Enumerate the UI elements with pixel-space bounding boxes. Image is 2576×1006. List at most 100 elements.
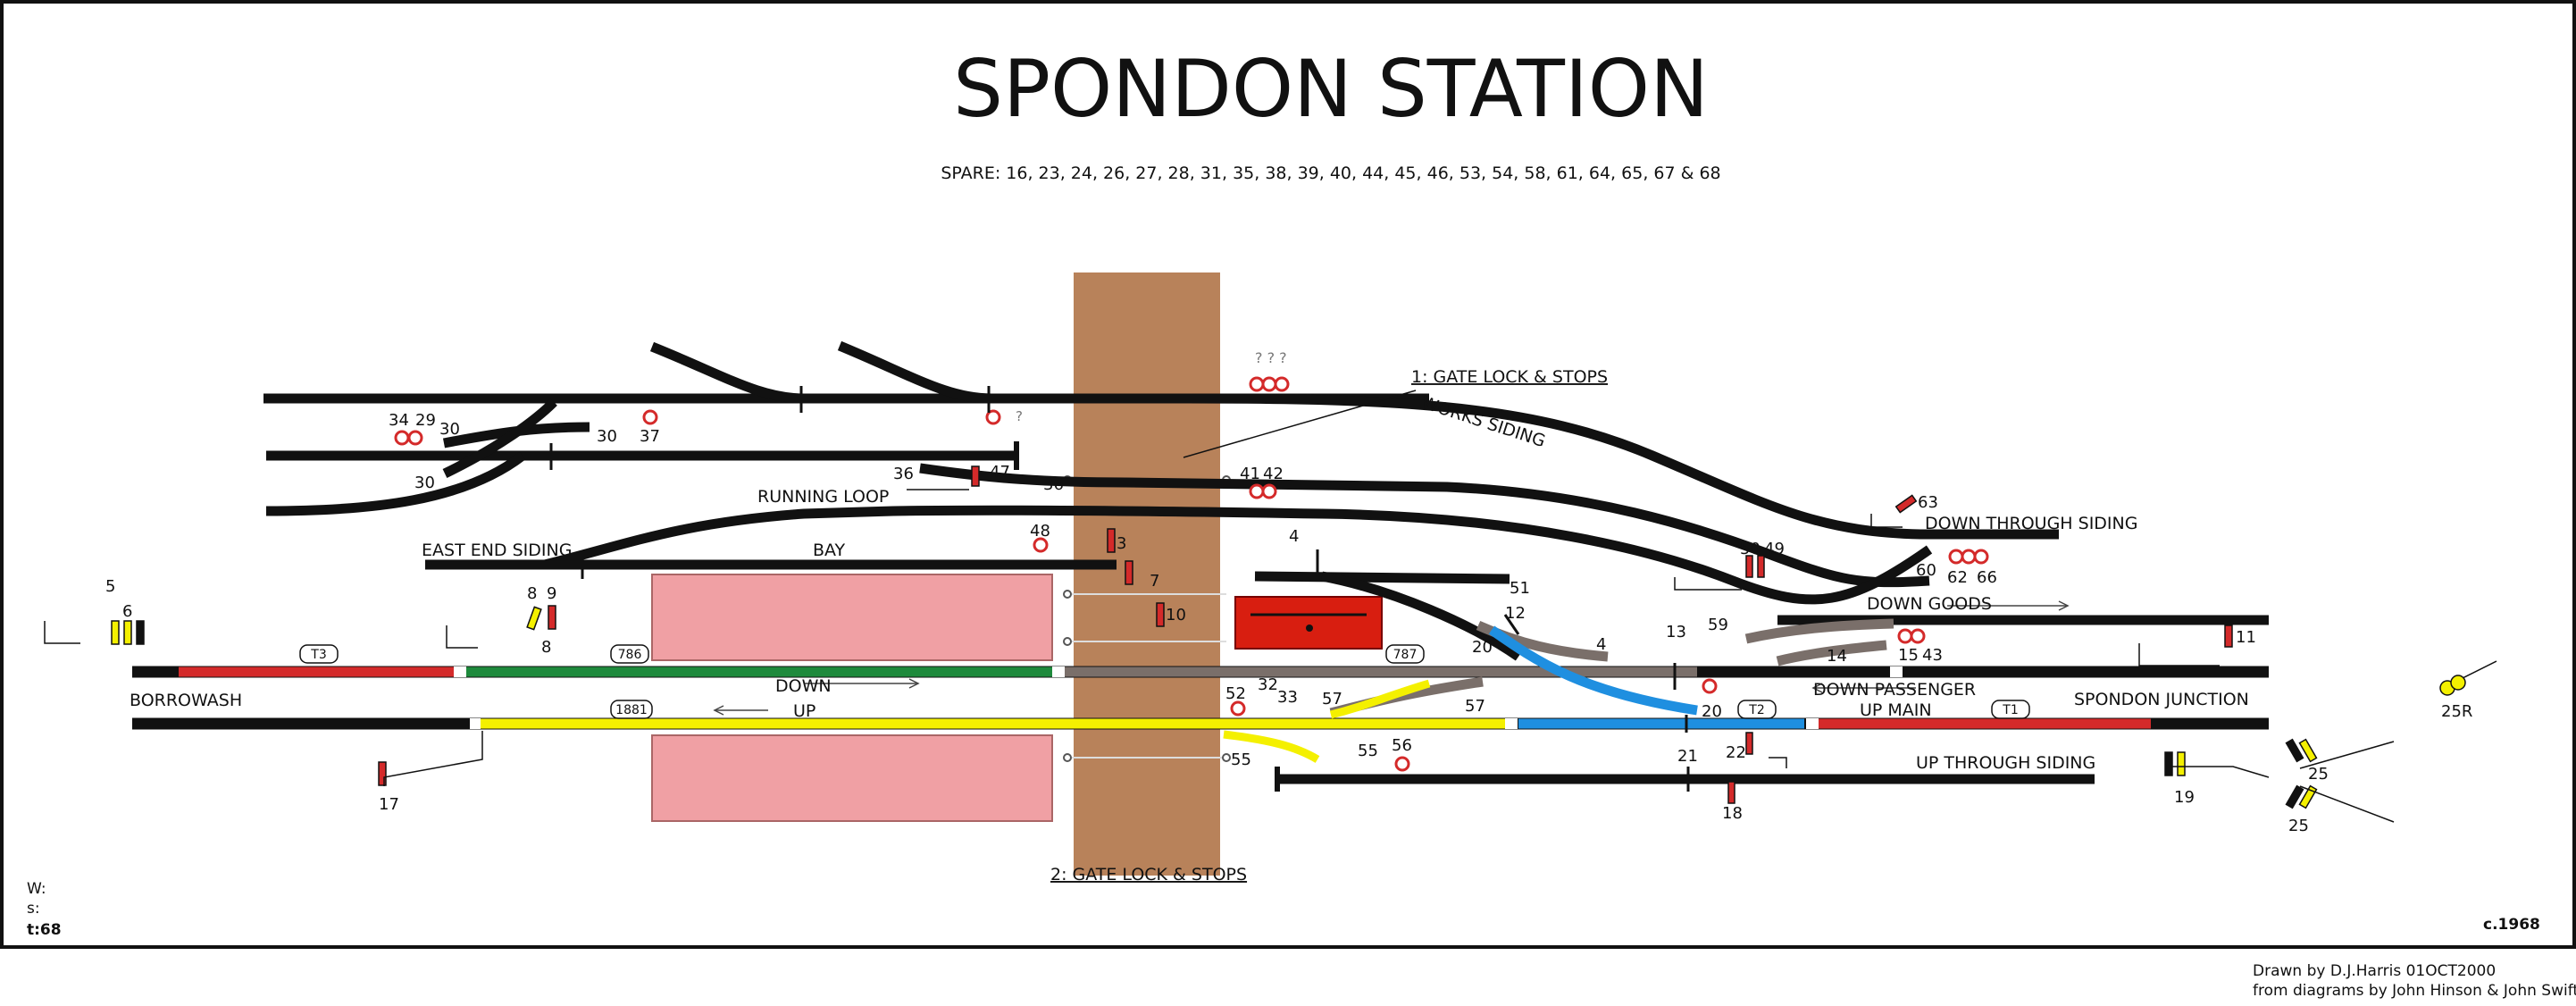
lever-32: 32 [1258,675,1278,694]
lever-62: 62 [1947,568,1968,587]
lever-4-a: 4 [1289,527,1299,546]
direction-arrows [713,600,2070,716]
label-down-goods: DOWN GOODS [1867,594,1992,614]
level-crossing [1074,272,1220,876]
point-markers [549,386,1690,792]
signal-19 [2177,751,2186,776]
lever-55-a: 55 [1231,750,1251,769]
lever-37: 37 [640,427,660,446]
footer-w: W: [27,880,46,898]
signal-10 [1156,602,1165,627]
lever-47: 47 [990,463,1010,482]
label-down: DOWN [775,676,832,696]
lever-7: 7 [1150,572,1159,591]
label-spondon-junction: SPONDON JUNCTION [2074,690,2249,709]
lever-9: 9 [547,584,556,603]
lever-numbers: 34 29 30 30 30 37 36 47 36 41 42 48 3 4 … [105,411,2472,835]
label-running-loop: RUNNING LOOP [757,487,889,507]
lever-3: 3 [1117,534,1126,553]
lever-25r: 25R [2441,702,2472,721]
track-circuit-labels: T3 786 787 1881 T2 T1 [299,644,2030,719]
signal-leaders [44,390,2395,823]
from-diagrams: from diagrams by John Hinson & John Swif… [2253,982,2576,1000]
signal-49 [1757,555,1765,578]
lever-59: 59 [1708,616,1728,634]
lever-11: 11 [2236,628,2256,647]
down-goods-line [1476,615,2269,666]
lever-56: 56 [1392,736,1412,755]
signal-7 [1125,560,1133,585]
track-circuit-t2: T2 [1748,703,1764,717]
signal-25r-lamp-2 [2450,675,2466,691]
lever-4-b: 4 [1596,635,1606,654]
signal-22 [1745,732,1753,755]
label-down-through-siding: DOWN THROUGH SIDING [1925,514,2137,533]
down-main-line [132,625,2269,716]
lever-21: 21 [1677,747,1698,766]
track-circuit-787: 787 [1393,648,1418,662]
lever-41: 41 [1240,465,1260,483]
ground-signals [394,376,1989,772]
label-up-main: UP MAIN [1860,700,1932,720]
label-borrowash: BORROWASH [130,691,242,710]
lever-8-b: 8 [541,638,551,657]
lever-13: 13 [1666,623,1686,641]
lever-52: 52 [1225,684,1246,703]
track-circuit-t1: T1 [2002,703,2018,717]
signal-17 [378,761,387,786]
question-marks: ? ? ? [1255,349,1287,366]
lever-57-a: 57 [1322,690,1342,708]
label-down-passenger: DOWN PASSENGER [1813,680,1976,700]
lever-20-b: 20 [1702,702,1722,721]
lever-8-a: 8 [527,584,537,603]
gate-lock-2: 2: GATE LOCK & STOPS [1050,865,1247,884]
up-platform [651,734,1053,822]
lever-25-b: 25 [2288,817,2309,835]
lever-51: 51 [1510,579,1530,598]
gate-lock-1: 1: GATE LOCK & STOPS [1411,367,1608,387]
lever-12: 12 [1505,604,1526,623]
lever-20-a: 20 [1472,638,1493,657]
lever-15: 15 [1898,646,1919,665]
signals [111,465,2497,809]
lever-57-b: 57 [1465,697,1485,716]
signal-25-stop-b [2285,784,2304,809]
footer: W: s: t:68 c.1968 Drawn by D.J.Harris 01… [27,880,2576,1000]
lever-42: 42 [1263,465,1284,483]
footer-t: t:68 [27,921,62,939]
lever-36-a: 36 [893,465,914,483]
lever-36-b: 36 [1043,475,1064,494]
lever-6: 6 [122,602,132,621]
signal-3 [1107,528,1116,553]
track-circuit-1881: 1881 [615,703,648,717]
signal-box-dot [1306,625,1313,632]
footer-date: c.1968 [2483,916,2540,934]
drawn-by: Drawn by D.J.Harris 01OCT2000 [2253,962,2496,980]
question-mark-single: ? [1016,408,1023,424]
lever-17: 17 [379,795,399,814]
lever-33: 33 [1277,688,1298,707]
lever-34: 34 [389,411,409,430]
label-bay: BAY [813,541,846,560]
lever-18: 18 [1722,804,1743,823]
lever-10: 10 [1166,606,1186,625]
label-up: UP [793,701,815,721]
signal-8 [526,606,542,631]
lever-43: 43 [1922,646,1943,665]
lever-5: 5 [105,577,115,596]
signal-6 [123,620,132,645]
signal-19-stop [2164,751,2173,776]
label-east-end-siding: EAST END SIDING [422,541,572,560]
signal-47 [971,465,980,487]
lever-30-b: 30 [597,427,617,446]
lever-30-c: 30 [414,474,435,492]
lever-49: 49 [1764,540,1785,558]
lever-55-b: 55 [1358,742,1378,760]
spare-levers: SPARE: 16, 23, 24, 26, 27, 28, 31, 35, 3… [941,163,1720,183]
lever-63: 63 [1918,493,1938,512]
lever-25-a: 25 [2308,765,2329,784]
lever-60: 60 [1916,561,1936,580]
sidings [263,340,2059,661]
signal-63 [1894,494,1918,514]
